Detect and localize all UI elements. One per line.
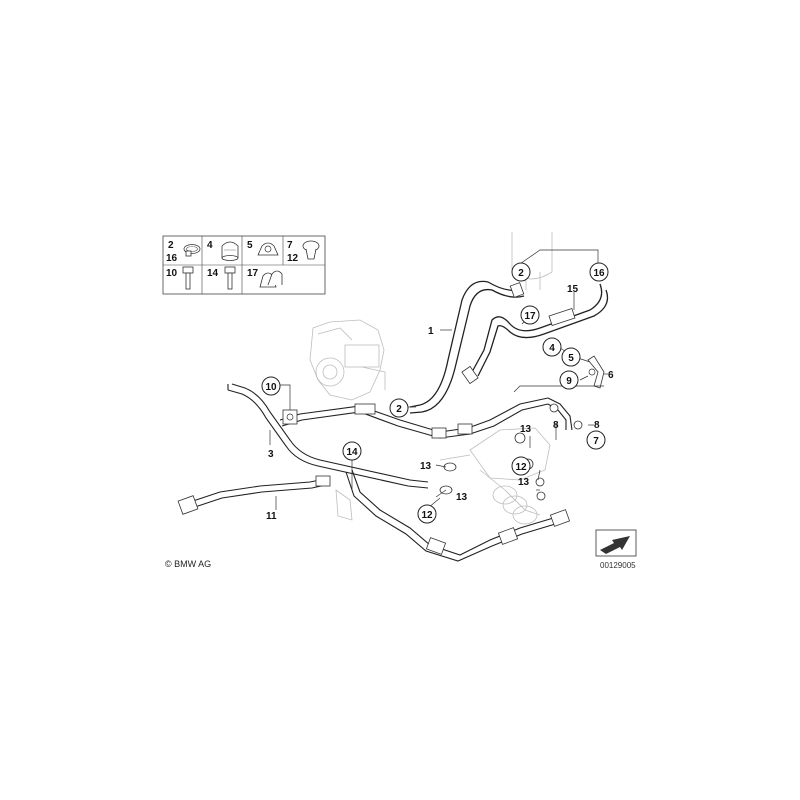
callout-13d: 13: [518, 477, 530, 488]
cooler-line: [177, 475, 331, 515]
callout-11: 11: [266, 511, 277, 522]
legend-label-16: 16: [166, 253, 178, 264]
callout-17: 17: [520, 305, 540, 325]
svg-text:7: 7: [593, 436, 599, 447]
callout-6: 6: [608, 370, 614, 381]
legend-label-12: 12: [287, 253, 299, 264]
legend-label-7: 7: [287, 240, 293, 251]
steering-rack-outline: [439, 427, 551, 525]
hose-clamp-icon: [183, 244, 201, 257]
push-rivet-icon: [302, 240, 320, 260]
callout-13a: 13: [520, 424, 532, 435]
svg-text:10: 10: [265, 382, 277, 393]
callout-12a: 12: [511, 456, 531, 476]
feed-hose: [461, 283, 609, 385]
callout-8a: 8: [553, 420, 559, 431]
callout-2a: 2: [511, 262, 531, 282]
callout-16: 16: [589, 262, 609, 282]
callout-10: 10: [261, 376, 281, 396]
callout-9: 9: [559, 370, 579, 390]
direction-arrow-icon: [595, 529, 637, 557]
callout-13b: 13: [420, 461, 432, 472]
rubber-grommet-icon: [221, 241, 239, 261]
pump-pressure-line: [279, 397, 549, 439]
callout-7: 7: [586, 430, 606, 450]
callout-12b: 12: [417, 504, 437, 524]
callout-4: 4: [542, 337, 562, 357]
svg-text:16: 16: [593, 268, 605, 279]
legend-label-17: 17: [247, 268, 259, 279]
svg-text:2: 2: [518, 268, 524, 279]
hex-bolt-icon: [224, 266, 236, 290]
callout-15: 15: [567, 284, 579, 295]
mounting-bracket-outline: [335, 489, 353, 521]
rack-connection-lines: [439, 397, 583, 501]
svg-text:4: 4: [549, 343, 555, 354]
svg-text:14: 14: [346, 447, 358, 458]
callout-14: 14: [342, 441, 362, 461]
legend-label-2: 2: [168, 240, 174, 251]
power-steering-pump-outline: [309, 319, 386, 401]
callout-8b: 8: [594, 420, 600, 431]
svg-text:2: 2: [396, 404, 402, 415]
callout-3: 3: [268, 449, 274, 460]
pipe-clip-icon: [259, 270, 283, 288]
hex-bolt-icon: [182, 266, 194, 290]
svg-text:17: 17: [524, 311, 536, 322]
legend-label-10: 10: [166, 268, 178, 279]
legend-label-5: 5: [247, 240, 253, 251]
callout-5: 5: [561, 347, 581, 367]
svg-text:12: 12: [515, 462, 527, 473]
diagram-id: 00129005: [600, 561, 636, 570]
pressure-line: [227, 383, 429, 489]
legend-label-4: 4: [207, 240, 213, 251]
svg-text:9: 9: [566, 376, 572, 387]
lower-return-line: [345, 469, 571, 562]
copyright-text: © BMW AG: [165, 559, 211, 569]
parts-legend-table: 2 16 4 5 7 12 10: [162, 235, 326, 295]
svg-text:5: 5: [568, 353, 574, 364]
callout-2b: 2: [389, 398, 409, 418]
leader-lines: [269, 249, 608, 510]
clamp-part: [282, 409, 298, 425]
callout-13c: 13: [456, 492, 468, 503]
pipe-clip-icon: [257, 242, 279, 256]
legend-label-14: 14: [207, 268, 219, 279]
svg-text:12: 12: [421, 510, 433, 521]
callout-1: 1: [428, 326, 434, 337]
return-hose: [409, 280, 525, 414]
bracket-part: [587, 355, 605, 389]
fluid-reservoir-outline: [511, 232, 553, 290]
